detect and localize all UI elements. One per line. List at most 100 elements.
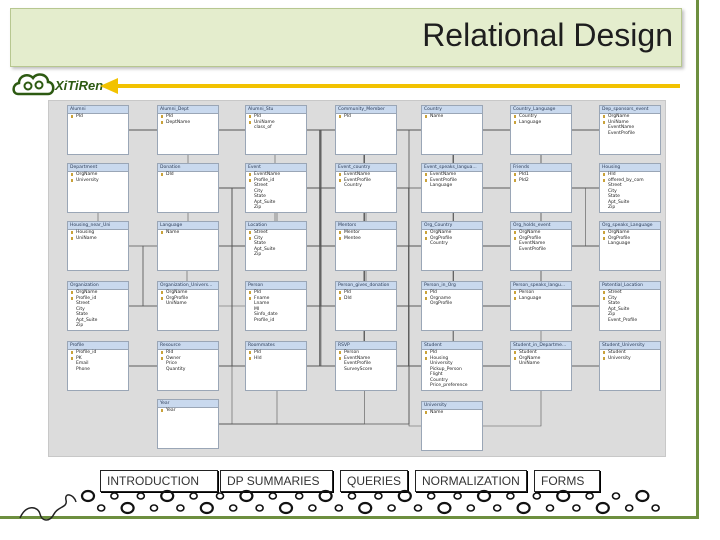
border-dot xyxy=(149,504,159,512)
nav-queries-button[interactable]: QUERIES xyxy=(340,470,408,492)
border-dot xyxy=(334,504,344,512)
table-field: Street xyxy=(246,230,306,236)
table-field: Year xyxy=(158,408,218,414)
table-field: HId xyxy=(246,356,306,362)
table-field: Price xyxy=(166,361,177,366)
table-field: RId xyxy=(158,350,218,356)
table-field: Mentee xyxy=(336,236,396,242)
border-dot xyxy=(239,489,254,503)
nav-introduction-button[interactable]: INTRODUCTION xyxy=(100,470,218,492)
table-name: Org_holds_event xyxy=(511,222,571,230)
table-field: Lname xyxy=(254,301,270,306)
table-name: Housing xyxy=(600,164,660,172)
table-field: Name xyxy=(422,114,482,120)
border-dot xyxy=(80,489,96,503)
table-field: Fname xyxy=(246,296,306,302)
table-name: Potential_Location xyxy=(600,282,660,290)
table-field: Country xyxy=(344,183,362,188)
border-dot xyxy=(374,492,383,500)
table-field: OrgName xyxy=(68,290,128,296)
border-dot xyxy=(199,501,214,515)
table-field: State xyxy=(608,194,620,199)
table-field: Street xyxy=(608,183,622,188)
table-name: Resource xyxy=(158,342,218,350)
table-field: Event_Profile xyxy=(608,317,638,323)
table-field: PK xyxy=(68,356,128,362)
table-field: OrgProfile xyxy=(511,236,571,242)
table-field: Housing xyxy=(68,230,128,236)
table-field: Orgname xyxy=(422,296,482,302)
table-field: OrgName xyxy=(158,290,218,296)
table-field: University xyxy=(600,356,660,362)
table-field: Pickup_Person xyxy=(430,366,462,372)
table-field: UniName xyxy=(68,236,128,242)
border-dot xyxy=(308,504,317,512)
table-name: Alumni_Stu xyxy=(246,106,306,114)
table-field: OrgProfile xyxy=(430,301,453,306)
table-field: Country xyxy=(430,241,448,246)
table-field: EventName xyxy=(608,125,635,130)
table-field: Mentor xyxy=(336,230,396,236)
border-dot xyxy=(545,504,555,512)
page-title: Relational Design xyxy=(422,17,673,53)
table-name: Alumni xyxy=(68,106,128,114)
table-field: Owner xyxy=(158,356,218,362)
table-field: OrgName xyxy=(600,114,660,120)
table-field: PId2 xyxy=(511,178,571,184)
table-field: Student xyxy=(600,350,660,356)
table-name: Org_Country xyxy=(422,222,482,230)
decorative-border-icon xyxy=(19,489,660,521)
relationship-line xyxy=(98,129,630,307)
table-field: Person xyxy=(336,350,396,356)
table-field: HId xyxy=(600,172,660,178)
table-field: OrgName xyxy=(511,230,571,236)
yellow-arrow-icon xyxy=(100,78,680,94)
border-dot xyxy=(96,504,106,512)
table-field: City xyxy=(246,236,306,242)
table-field: Zip xyxy=(254,252,262,257)
table-field: Street xyxy=(254,183,268,188)
table-field: Apt_Suite xyxy=(608,306,630,312)
table-field: UniName xyxy=(166,301,187,306)
nav-normalization-button[interactable]: NORMALIZATION xyxy=(415,470,527,492)
nav-forms-button[interactable]: FORMS xyxy=(534,470,600,492)
table-field: City xyxy=(600,296,660,302)
border-dot xyxy=(160,489,175,503)
table-field: OrgName xyxy=(422,230,482,236)
table-field: UniName xyxy=(600,120,660,126)
table-name: University xyxy=(422,402,482,410)
table-name: RSVP xyxy=(336,342,396,350)
table-field: City xyxy=(254,188,263,194)
relationship-line xyxy=(276,129,366,307)
border-dot xyxy=(572,504,581,512)
table-name: Alumni_Dept xyxy=(158,106,218,114)
nav-dp-summaries-button[interactable]: DP SUMMARIES xyxy=(220,470,333,492)
table-name: Community_Member xyxy=(336,106,396,114)
border-dot xyxy=(437,501,452,515)
table-field: DeptName xyxy=(158,120,218,126)
table-field: MI xyxy=(254,306,260,312)
table-name: Dep_sponsors_event xyxy=(600,106,660,114)
border-dot xyxy=(532,492,542,500)
table-field: Name xyxy=(422,410,482,416)
table-name: Org_speaks_Language xyxy=(600,222,660,230)
table-field: Profile_id xyxy=(246,178,306,184)
table-field: Profile_id xyxy=(68,350,128,356)
